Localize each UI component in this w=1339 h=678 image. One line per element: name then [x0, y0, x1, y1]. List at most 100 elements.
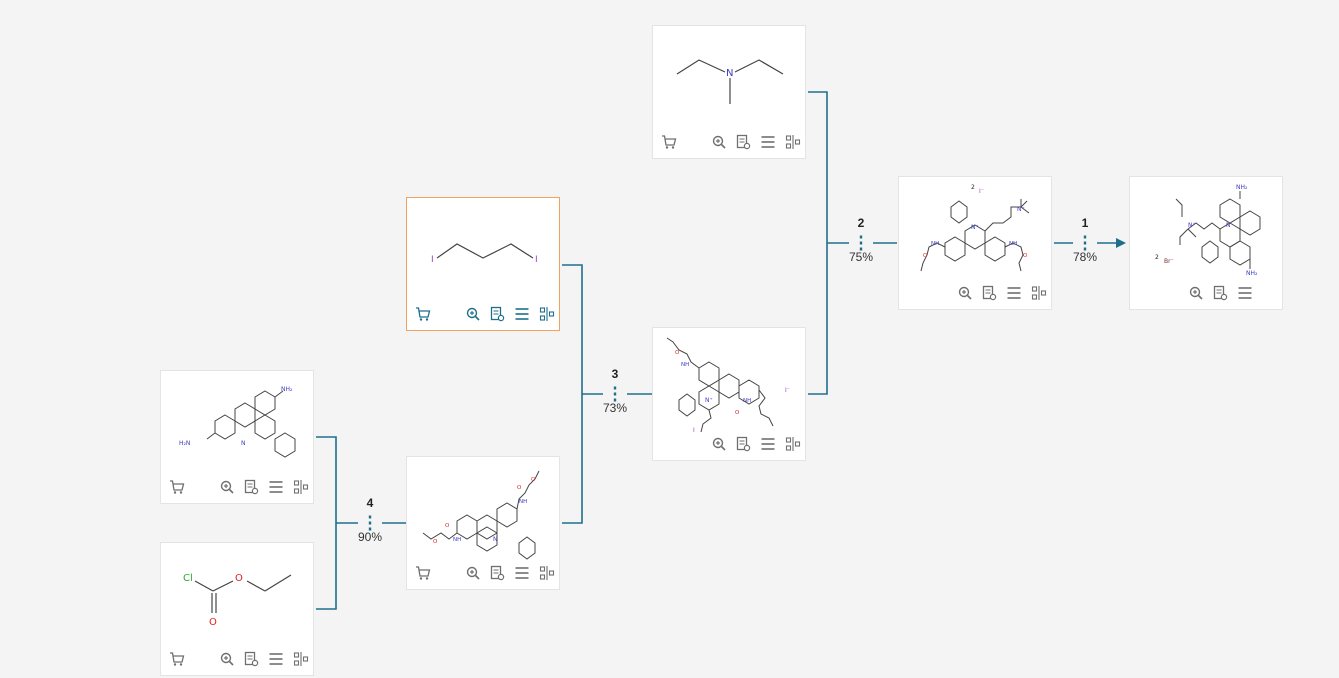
atom-label: I⁻ — [979, 188, 984, 195]
molecule-card-ethyl-chloroformate[interactable]: Cl O O — [160, 542, 314, 676]
menu-icon[interactable] — [268, 651, 284, 667]
atom-label: 2 — [971, 184, 975, 191]
menu-icon[interactable] — [514, 565, 530, 581]
connector-step4-bracket — [316, 436, 337, 610]
atom-label: N — [241, 440, 246, 447]
molecule-structure: Cl O O — [183, 573, 292, 628]
menu-icon[interactable] — [514, 306, 530, 322]
step-2-label[interactable]: 2 75% — [841, 216, 881, 264]
molecule-card-target[interactable]: N⁺ N NH₂ NH₂ 2 Br⁻ — [1129, 176, 1283, 310]
step-number: 1 — [1081, 216, 1089, 230]
step-marker-dot — [1083, 241, 1087, 245]
atom-label: NH₂ — [1236, 184, 1248, 191]
menu-icon[interactable] — [1006, 285, 1022, 301]
atom-label: N⁺ — [1188, 222, 1196, 229]
molecule-structure: NH O O NH O O N — [422, 470, 540, 560]
step-marker-dot — [368, 527, 372, 531]
cart-icon[interactable] — [169, 479, 185, 495]
step-number: 4 — [366, 496, 374, 510]
layout-icon[interactable] — [539, 306, 555, 322]
step-3-label[interactable]: 3 73% — [595, 367, 635, 415]
document-icon[interactable] — [735, 134, 751, 150]
atom-label: I — [693, 427, 695, 434]
step-marker-dot — [613, 392, 617, 396]
zoom-in-icon[interactable] — [1188, 285, 1204, 301]
cart-icon[interactable] — [415, 565, 431, 581]
connector-step3-bracket — [562, 264, 583, 524]
step-4-label[interactable]: 4 90% — [350, 496, 390, 544]
zoom-in-icon[interactable] — [219, 651, 235, 667]
zoom-in-icon[interactable] — [465, 306, 481, 322]
molecule-structure: 2 I⁻ N⁺ N⁺ NH NH O O — [920, 184, 1030, 272]
molecule-structure: I I — [431, 243, 538, 265]
cart-icon[interactable] — [169, 651, 185, 667]
atom-label: O — [675, 350, 680, 356]
molecule-card-intermediate-4[interactable]: NH O O NH O O N — [406, 456, 560, 590]
molecule-card-intermediate-3[interactable]: O NH N⁺ I NH O I⁻ — [652, 327, 806, 461]
menu-icon[interactable] — [760, 436, 776, 452]
molecule-structure: N⁺ N NH₂ NH₂ 2 Br⁻ — [1155, 184, 1261, 277]
step-1-label[interactable]: 1 78% — [1065, 216, 1105, 264]
molecule-structure: N — [676, 59, 784, 104]
cart-icon[interactable] — [661, 134, 677, 150]
cart-icon[interactable] — [415, 306, 431, 322]
molecule-card-intermediate-2[interactable]: 2 I⁻ N⁺ N⁺ NH NH O O — [898, 176, 1052, 310]
atom-label: I — [431, 255, 434, 265]
atom-label: N⁺ — [705, 397, 713, 404]
atom-label: NH — [743, 398, 751, 404]
molecule-card-diiodopropane[interactable]: I I — [406, 197, 560, 331]
layout-icon[interactable] — [539, 565, 555, 581]
atom-label: O — [923, 253, 928, 259]
atom-label: N — [1226, 222, 1231, 229]
layout-icon[interactable] — [1031, 285, 1047, 301]
atom-label: NH₂ — [1246, 270, 1258, 277]
atom-label: O — [235, 573, 243, 584]
atom-label: O — [735, 410, 740, 416]
document-icon[interactable] — [735, 436, 751, 452]
document-icon[interactable] — [489, 306, 505, 322]
zoom-in-icon[interactable] — [465, 565, 481, 581]
step-marker-dot — [859, 241, 863, 245]
atom-label: 2 — [1155, 254, 1159, 261]
arrow-head — [1116, 238, 1126, 248]
molecule-structure: NH₂ H₂N N — [179, 386, 296, 458]
molecule-structure: O NH N⁺ I NH O I⁻ — [666, 337, 790, 434]
atom-label: NH — [931, 241, 939, 247]
step-number: 3 — [611, 367, 619, 381]
document-icon[interactable] — [489, 565, 505, 581]
step-marker-dot — [368, 521, 372, 525]
atom-label: O — [209, 617, 217, 628]
step-marker-dot — [859, 235, 863, 239]
connector-step2-bracket — [808, 91, 828, 395]
atom-label: Br⁻ — [1164, 258, 1174, 265]
molecule-card-amine[interactable]: N — [652, 25, 806, 159]
document-icon[interactable] — [1212, 285, 1228, 301]
menu-icon[interactable] — [1237, 285, 1253, 301]
step-yield: 78% — [1072, 250, 1098, 264]
zoom-in-icon[interactable] — [957, 285, 973, 301]
menu-icon[interactable] — [268, 479, 284, 495]
step-marker-dot — [1083, 235, 1087, 239]
document-icon[interactable] — [981, 285, 997, 301]
zoom-in-icon[interactable] — [711, 134, 727, 150]
zoom-in-icon[interactable] — [711, 436, 727, 452]
atom-label: O — [1023, 253, 1028, 259]
atom-label: I⁻ — [785, 387, 790, 394]
atom-label: O — [517, 485, 522, 491]
document-icon[interactable] — [243, 651, 259, 667]
layout-icon[interactable] — [293, 651, 309, 667]
document-icon[interactable] — [243, 479, 259, 495]
layout-icon[interactable] — [785, 134, 801, 150]
layout-icon[interactable] — [785, 436, 801, 452]
atom-label: O — [445, 523, 450, 529]
step-yield: 75% — [848, 250, 874, 264]
step-yield: 73% — [602, 401, 628, 415]
zoom-in-icon[interactable] — [219, 479, 235, 495]
layout-icon[interactable] — [293, 479, 309, 495]
atom-label: N⁺ — [1017, 206, 1025, 213]
atom-label: Cl — [183, 573, 193, 584]
menu-icon[interactable] — [760, 134, 776, 150]
molecule-card-diaminophenanthridine[interactable]: NH₂ H₂N N — [160, 370, 314, 504]
atom-label: NH — [681, 362, 689, 368]
atom-label: I — [535, 255, 538, 265]
